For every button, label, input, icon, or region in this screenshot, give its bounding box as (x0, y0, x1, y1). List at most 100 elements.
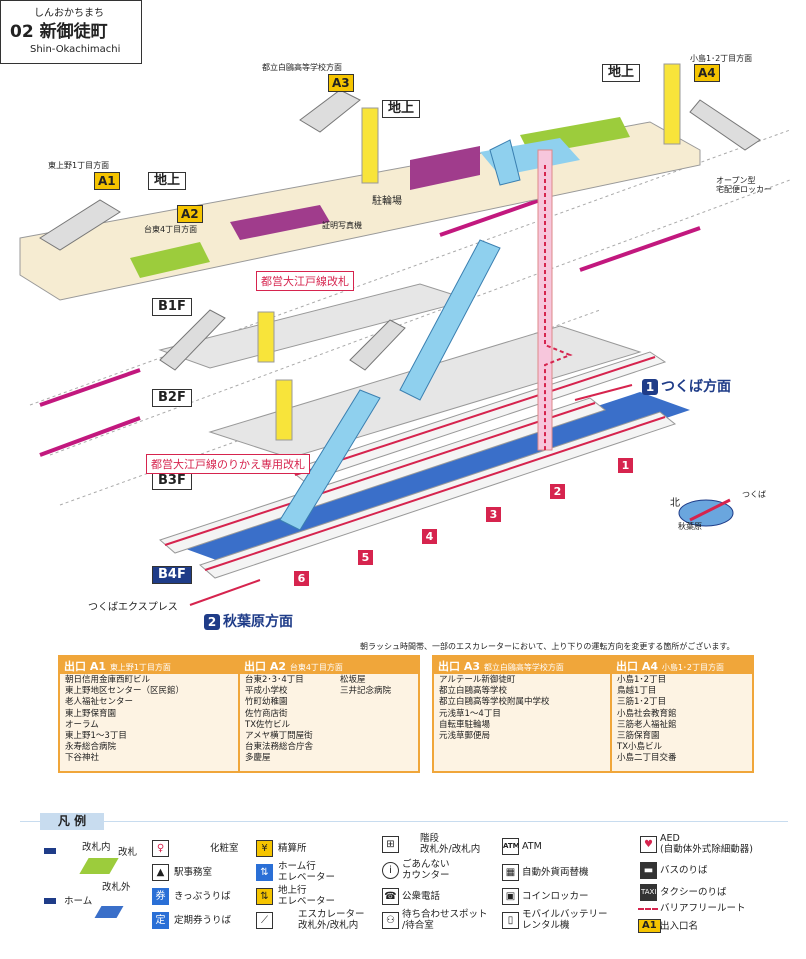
a1-ground-label: 地上 (148, 172, 187, 190)
exit-card-item: 台東法務総合庁舎 (245, 742, 314, 753)
exchange-machine-icon: ▦ (502, 864, 519, 881)
train-upper (288, 351, 667, 483)
legend-label: 待ち合わせスポット /待合室 (402, 909, 488, 931)
compass-akihabara-label: 秋葉原 (678, 522, 702, 531)
train-lower (159, 397, 677, 579)
station-kana: しんおかちまち (34, 8, 104, 19)
a1-caption: 東上野1丁目方面 (48, 161, 110, 170)
a3-caption: 都立白鷗高等学校方面 (262, 63, 342, 72)
a4-ground-label: 地上 (602, 64, 641, 82)
track-4: 4 (422, 529, 437, 544)
oedo-transfer-gate-label: 都営大江戸線のりかえ専用改札 (146, 454, 310, 474)
exit-card-item: 松坂屋 (340, 675, 366, 685)
akihabara-arrow (189, 579, 261, 606)
b2f-elevator (257, 311, 275, 363)
bus-icon: ▬ (640, 862, 657, 879)
legend-label: 公衆電話 (402, 891, 441, 902)
legend-label: AED (自動体外式除細動器) (660, 833, 753, 855)
exit-card-a3: 出口 A3 都立白鷗高等学校方面 アルテール新御徒町都立白鷗高等学校都立白鷗高等… (432, 655, 614, 773)
bicycle-parking-label: 駐輪場 (372, 196, 402, 207)
legend-gate-inside: 改札内 (82, 842, 111, 853)
exit-card-item: 鳥越1丁目 (617, 686, 657, 697)
exit-a1-tag[interactable]: A1 (94, 172, 120, 190)
exit-a2-tag[interactable]: A2 (177, 205, 203, 223)
guide-lines (29, 129, 791, 506)
exit-card-item: 老人福祉センター (65, 697, 134, 708)
stairs-icon: ⊞ (382, 836, 399, 853)
exit-card-item: 佐竹商店街 (245, 708, 288, 719)
legend-rule (20, 821, 788, 822)
legend-label: 出入口名 (660, 921, 699, 932)
floor-b3f: B3F (152, 472, 192, 490)
direction-akihabara-num: 2 (204, 614, 220, 630)
exit-card-item: TX佐竹ビル (245, 719, 291, 730)
exit-card-item: 元浅草1～4丁目 (439, 708, 501, 719)
exit-card-header: 出口 A1 東上野1丁目方面 (60, 657, 238, 674)
legend-label: タクシーのりば (660, 887, 727, 898)
a2-gate-area (130, 242, 210, 278)
fare-adjust-icon: ¥ (256, 840, 273, 857)
exit-stairs (39, 89, 761, 371)
escalator-icon: ⟋ (256, 912, 273, 929)
exit-card-item: 東上野1～3丁目 (65, 731, 127, 742)
restroom-block-left (230, 205, 330, 240)
barrier-free-route (544, 165, 573, 450)
compass-tsukuba-label: つくば (742, 490, 766, 499)
legend-title: 凡 例 (40, 813, 104, 830)
legend-home: ホーム (64, 896, 93, 907)
exit-card-title: 出口 A4 (616, 660, 658, 673)
exit-card-item: 自転車駐輪場 (439, 719, 491, 730)
exit-card-item: 東上野地区センター（区民館） (65, 686, 185, 697)
exit-card-item: 竹町幼稚園 (245, 697, 288, 708)
open-locker-label: オープン型 宅配便ロッカー (716, 176, 772, 194)
exit-number-icon: A1 (638, 919, 661, 933)
a4-caption: 小島1･2丁目方面 (690, 54, 753, 63)
track-1: 1 (618, 458, 633, 473)
exit-a4-tag[interactable]: A4 (694, 64, 720, 82)
barrier-free-icon (638, 908, 658, 910)
exit-card-col1: 朝日信用金庫西町ビル東上野地区センター（区民館）老人福祉センター東上野保育園オー… (65, 675, 184, 765)
legend-label: 定期券うりば (174, 915, 232, 926)
tsukuba-express-label: つくばエクスプレス (88, 602, 178, 613)
legend-label: 化粧室 (210, 843, 239, 854)
photo-booth-label: 証明写真機 (322, 221, 362, 230)
compass (678, 498, 734, 527)
track-5: 5 (358, 550, 373, 565)
track-3: 3 (486, 507, 501, 522)
legend-label: モバイルバッテリー レンタル機 (522, 909, 608, 931)
exit-card-item: アルテール新御徒町 (439, 675, 516, 685)
phone-icon: ☎ (382, 888, 399, 905)
exit-a3-tag[interactable]: A3 (328, 74, 354, 92)
b3f-slab (208, 325, 642, 459)
b1f-concourse (19, 121, 701, 301)
direction-tsukuba-label: つくば方面 (661, 379, 731, 395)
exit-card-sub: 都立白鷗高等学校方面 (483, 663, 564, 672)
legend-label: ホーム行 エレベーター (278, 861, 336, 883)
exit-card-col1: アルテール新御徒町都立白鷗高等学校都立白鷗高等学校附属中学校元浅草1～4丁目自転… (439, 675, 550, 742)
info-icon: i (382, 862, 399, 879)
exit-card-header: 出口 A2 台東4丁目方面 (240, 657, 418, 674)
exit-card-item: 都立白鷗高等学校 (439, 686, 508, 697)
exit-card-header: 出口 A3 都立白鷗高等学校方面 (434, 657, 612, 674)
legend-label: ATM (522, 841, 542, 852)
exit-card-item: 下谷神社 (65, 753, 100, 764)
a3-elevator (361, 107, 379, 184)
a2-caption: 台東4丁目方面 (144, 225, 198, 234)
exit-card-sub: 東上野1丁目方面 (109, 663, 171, 672)
floor-b2f: B2F (152, 389, 192, 407)
exit-card-item: 永寿総合病院 (65, 742, 117, 753)
gate-area-swatch (79, 858, 119, 874)
escalator-notice: 朝ラッシュ時間帯、一部のエスカレーターにおいて、上り下りの運転方向を変更する箇所… (360, 642, 735, 651)
direction-akihabara-label: 秋葉原方面 (223, 614, 293, 630)
track-6: 6 (294, 571, 309, 586)
legend-label: バスのりば (660, 865, 708, 876)
escalators (279, 139, 521, 531)
tsukuba-arrow (574, 384, 633, 401)
a4-elevator (663, 63, 681, 145)
legend-label: 階段 改札外/改札内 (420, 833, 481, 855)
taxi-icon: TAXI (640, 884, 657, 901)
